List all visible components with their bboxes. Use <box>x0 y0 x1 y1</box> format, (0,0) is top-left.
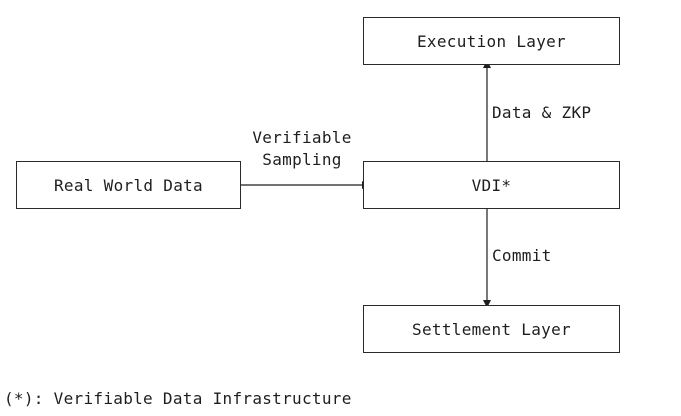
edge-label-verifiable-sampling-line1: Verifiable <box>252 128 352 147</box>
node-real-world-data-label: Real World Data <box>54 175 203 195</box>
node-settlement-layer: Settlement Layer <box>363 305 620 353</box>
edge-label-data-zkp: Data & ZKP <box>492 103 592 123</box>
node-execution-layer-label: Execution Layer <box>417 31 566 51</box>
node-vdi: VDI* <box>363 161 620 209</box>
edge-label-commit: Commit <box>492 246 552 266</box>
edge-label-verifiable-sampling: Verifiable Sampling <box>246 127 358 171</box>
node-settlement-layer-label: Settlement Layer <box>412 319 571 339</box>
node-real-world-data: Real World Data <box>16 161 241 209</box>
footnote: (*): Verifiable Data Infrastructure <box>4 389 352 408</box>
node-vdi-label: VDI* <box>471 175 512 195</box>
node-execution-layer: Execution Layer <box>363 17 620 65</box>
edge-label-verifiable-sampling-line2: Sampling <box>262 150 342 169</box>
